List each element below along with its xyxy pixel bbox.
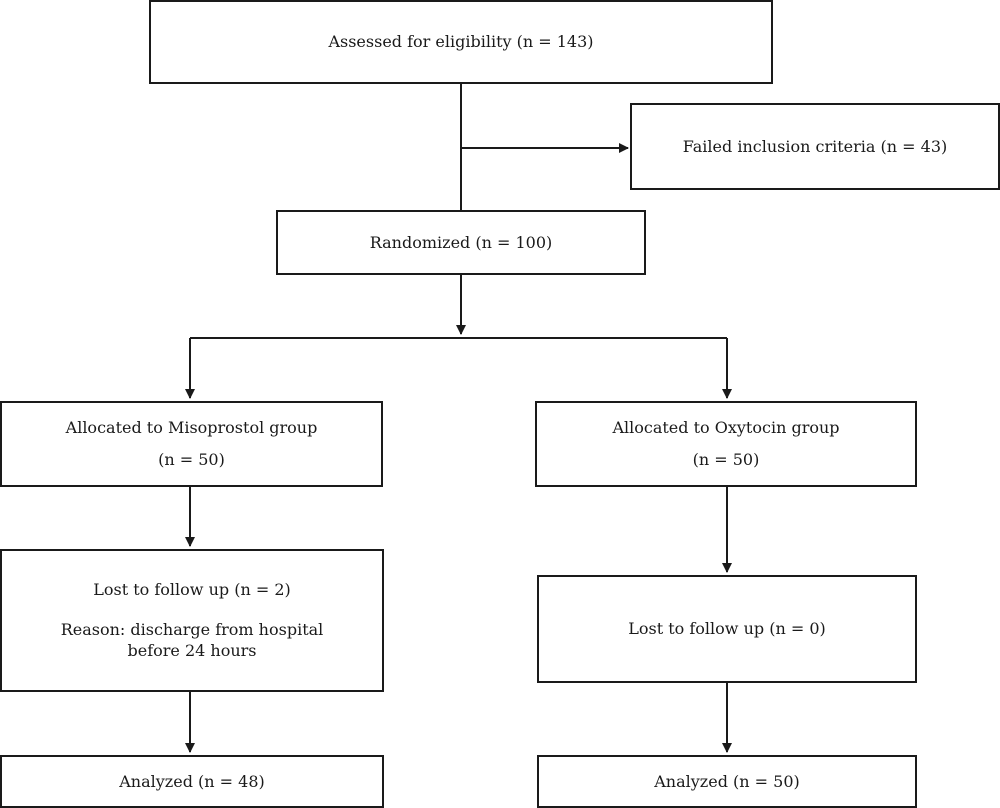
excluded-box: Failed inclusion criteria (n = 43) [630,103,1000,190]
oxytocin-lost-label: Lost to follow up (n = 0) [628,619,826,639]
oxytocin-lost-box: Lost to follow up (n = 0) [537,575,917,683]
oxytocin-allocated-box: Allocated to Oxytocin group (n = 50) [535,401,917,487]
misoprostol-lost-label: Lost to follow up (n = 2) [93,580,291,600]
randomized-box: Randomized (n = 100) [276,210,646,275]
misoprostol-allocated-box: Allocated to Misoprostol group (n = 50) [0,401,383,487]
misoprostol-lost-reason: Reason: discharge from hospital [60,619,324,639]
assessed-box: Assessed for eligibility (n = 143) [149,0,773,84]
misoprostol-analyzed-box: Analyzed (n = 48) [0,755,384,808]
assessed-label: Assessed for eligibility (n = 143) [328,32,594,52]
randomized-label: Randomized (n = 100) [369,232,553,252]
oxytocin-analyzed-box: Analyzed (n = 50) [537,755,917,808]
oxytocin-allocated-count: (n = 50) [692,450,760,469]
misoprostol-allocated-count: (n = 50) [158,450,225,469]
oxytocin-allocated-label: Allocated to Oxytocin group [612,418,840,438]
misoprostol-allocated-label: Allocated to Misoprostol group [65,418,318,438]
oxytocin-analyzed-label: Analyzed (n = 50) [654,771,800,791]
misoprostol-lost-box: Lost to follow up (n = 2) Reason: discha… [0,549,384,692]
misoprostol-analyzed-label: Analyzed (n = 48) [119,771,265,791]
excluded-label: Failed inclusion criteria (n = 43) [682,136,948,156]
misoprostol-lost-reason-cont: before 24 hours [127,641,257,661]
